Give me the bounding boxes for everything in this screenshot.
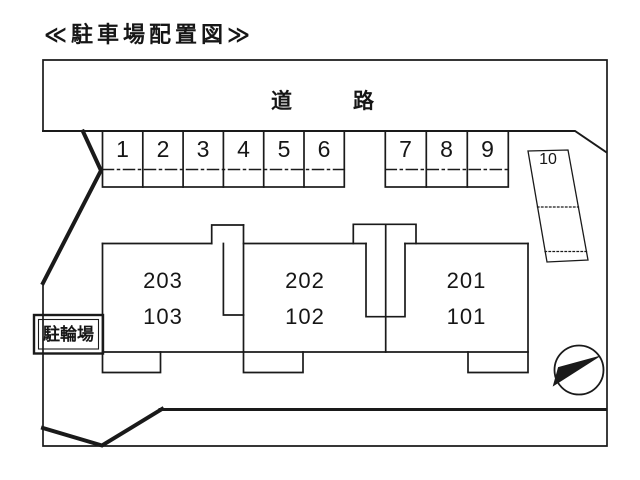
lot-boundary (42, 59, 608, 447)
room-102: 102 (285, 304, 325, 329)
parking-space-10: 10 (539, 151, 557, 168)
entrance-porches (101, 351, 529, 374)
compass-circle (553, 344, 605, 396)
parking-row-7-9 (384, 130, 510, 188)
compass (552, 344, 605, 396)
parking-space-8: 8 (440, 136, 453, 162)
parking-space-1: 1 (116, 136, 129, 162)
stairwell-2 (352, 223, 417, 353)
parking-space-4: 4 (237, 136, 250, 162)
room-201: 201 (446, 268, 487, 293)
parking-space-6: 6 (317, 136, 331, 162)
space-10-outline (527, 149, 589, 263)
room-203: 203 (143, 268, 183, 293)
bicycle-parking-box (32, 313, 105, 355)
parking-row-1-6 (101, 130, 346, 188)
room-202: 202 (285, 268, 325, 293)
parking-space-5: 5 (277, 136, 291, 162)
road-label: 道路 (271, 90, 435, 113)
parking-space-9: 9 (481, 136, 494, 162)
bicycle-parking-label: 駐輪場 (43, 325, 94, 344)
building-outline (101, 223, 529, 374)
room-101: 101 (446, 304, 487, 329)
parking-space-2: 2 (156, 136, 170, 162)
page-title: ≪駐車場配置図≫ (44, 22, 255, 47)
site-boundary-left-bold (40, 128, 104, 286)
parking-space-3: 3 (196, 136, 210, 162)
room-103: 103 (143, 304, 183, 329)
stairwell-1 (210, 224, 245, 353)
site-boundary-bottom-bold (40, 406, 608, 448)
parking-space-7: 7 (399, 136, 412, 162)
compass-needle-icon (552, 356, 600, 387)
